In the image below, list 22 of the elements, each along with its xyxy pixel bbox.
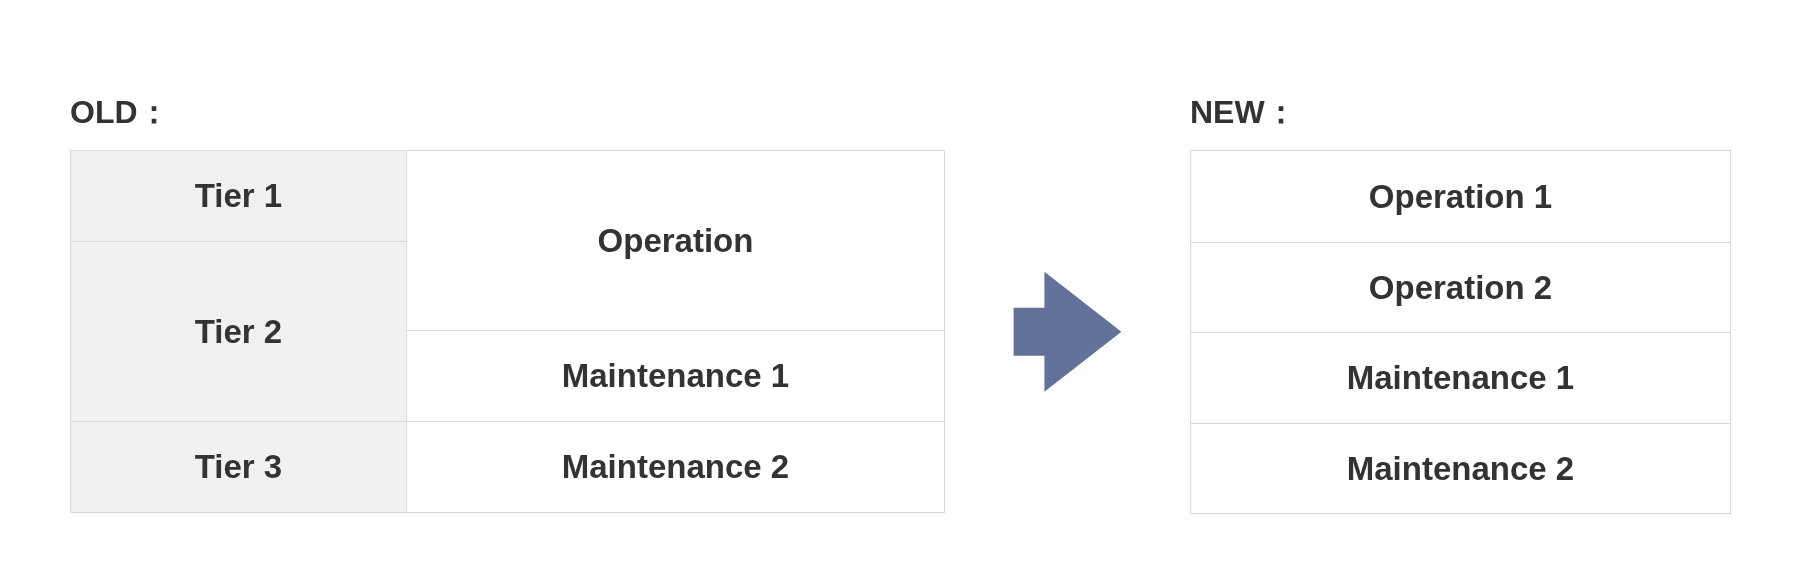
table-cell	[406, 150, 945, 331]
table-heading: OLD：	[70, 93, 170, 132]
table-cell	[406, 421, 945, 513]
table-cell	[1190, 423, 1731, 514]
table-cell	[70, 241, 407, 422]
table-cell	[1190, 150, 1731, 243]
cell-label: Maintenance 2	[1346, 449, 1575, 488]
cell-label: Tier 1	[194, 177, 283, 215]
table-heading: NEW：	[1190, 93, 1297, 132]
table-cell	[70, 421, 407, 513]
cell-label: Tier 3	[194, 448, 283, 486]
cell-label: Maintenance 1	[1346, 359, 1575, 397]
cell-label: Maintenance 2	[561, 448, 790, 486]
cell-label: Maintenance 1	[561, 357, 790, 395]
cell-label: Operation 1	[1368, 177, 1553, 216]
cell-label: Operation	[597, 221, 754, 260]
table-cell	[70, 150, 407, 242]
table-cell	[1190, 332, 1731, 424]
cell-label: Operation 2	[1368, 268, 1553, 307]
cell-label: Tier 2	[194, 312, 283, 351]
block-arrow	[1013, 271, 1122, 392]
table-cell	[1190, 242, 1731, 333]
